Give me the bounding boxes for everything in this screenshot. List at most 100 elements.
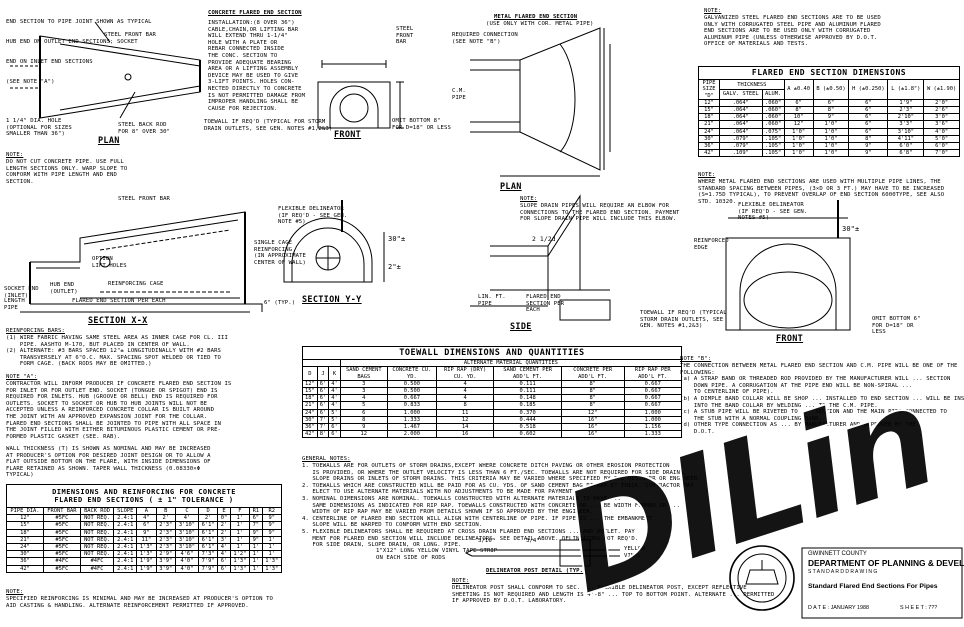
table-cell: 0.111	[493, 387, 562, 396]
table-cell: #4FC	[42, 557, 81, 566]
delineator-note-heading: NOTE:	[452, 578, 470, 584]
front-steel-bar-label: STEEL FRONT BAR	[396, 26, 414, 46]
table-cell: 5'	[328, 415, 341, 425]
table-cell: 0.667	[623, 387, 683, 396]
xx-slope: 6" (TYP.)	[264, 300, 296, 306]
table-cell: 1.333	[623, 430, 683, 439]
table-cell: 1'0"	[812, 120, 850, 129]
table-cell: 6'1"	[197, 528, 219, 537]
table-cell: 1'0"	[783, 134, 814, 144]
front-right-dim: 30"±	[842, 225, 860, 233]
xx-flared: FLARED END SECTION PER EACH	[72, 298, 166, 304]
front-omit-label: OMIT BOTTOM 8" FOR D=18" OR LESS	[392, 118, 451, 131]
steel-back-rod-label: STEEL BACK ROD FOR 8" OVER 30"	[118, 122, 171, 135]
plan-note-line: (SEE NOTE "A")	[6, 78, 55, 85]
plan-label-left: PLAN	[98, 136, 120, 146]
table-cell: .105"	[761, 134, 785, 144]
table-cell: 7'9"	[197, 557, 219, 566]
table-cell: 4	[339, 394, 388, 403]
table-cell: NOT REQ.	[79, 543, 115, 552]
table-cell: 2.4:1	[113, 543, 138, 552]
table-cell: 7'	[316, 415, 330, 425]
table-cell: 8"	[812, 106, 850, 115]
table-cell: 4'	[328, 394, 341, 403]
table-cell: 6'	[328, 430, 341, 439]
table-cell: .075"	[761, 127, 785, 136]
general-notes-body: 1. TOEWALLS ARE FOR OUTLETS OF STORM DRA…	[302, 463, 701, 549]
side-drawing	[470, 194, 611, 321]
table-cell: 2.4:1	[113, 521, 138, 530]
table-cell: 9"	[261, 521, 283, 530]
table-cell: 1'	[249, 564, 263, 573]
county-seal	[729, 545, 795, 611]
table-cell: 4	[435, 379, 495, 389]
xx-steel-front-bar: STEEL FRONT BAR	[118, 196, 171, 202]
table-cell: .060"	[761, 113, 785, 122]
table-cell: 2'0"	[923, 98, 960, 108]
table-cell: #5FC	[42, 514, 81, 523]
galv-note-body: GALVANIZED STEEL FLARED END SECTIONS ARE…	[704, 15, 881, 48]
table-cell: 6'	[316, 387, 330, 396]
toewall-alt-heading: ALTERNATE MATERIAL QUANTITIES	[339, 359, 683, 368]
table-cell: 0.518	[493, 423, 562, 432]
table-cell: 1.333	[386, 415, 437, 425]
table-cell: 2'	[217, 521, 231, 530]
front-right-reinforced-edge: REINFORCED EDGE	[694, 238, 729, 251]
steel-front-bar-label: STEEL FRONT BAR	[104, 32, 157, 38]
table-cell: NOT REQ.	[79, 528, 115, 537]
note-b-title: NOTE "B":	[680, 356, 712, 362]
metal-plan-label: PLAN	[500, 182, 522, 192]
table-cell: 6'	[316, 401, 330, 410]
table-cell: 6"	[848, 127, 889, 136]
yy-dim-30: 30"±	[388, 235, 406, 243]
table-cell: 11	[435, 408, 495, 417]
side-lin-ft: LIN. FT. PIPE	[478, 294, 506, 307]
table-cell: 1'0"	[783, 127, 814, 136]
side-note-body: SLOPE DRAIN PIPES WILL REQUIRE AN ELBOW …	[520, 203, 680, 223]
table-cell: 1'2"	[229, 550, 251, 559]
wall-thickness-body: WALL THICKNESS (T) IS SHOWN AS NOMINAL A…	[6, 446, 211, 479]
table-cell: 16"	[560, 423, 625, 432]
plan-note-body: DO NOT CUT CONCRETE PIPE. USE FULL LENGT…	[6, 159, 128, 185]
galv-note-heading: NOTE:	[704, 8, 722, 14]
delineator-tape: 1"X12" LONG YELLOW VINYL TAPE STRIP ON E…	[376, 548, 498, 561]
table-cell: 7'	[316, 423, 330, 432]
table-cell: .079"	[719, 142, 763, 151]
table-cell: 1'	[229, 514, 251, 523]
toewall-label-left: TOEWALL IF REQ'D (TYPICAL FOR STORM DRAI…	[204, 119, 333, 132]
table-cell: 1'	[249, 557, 263, 566]
table-cell: 6"	[783, 98, 814, 108]
table-cell: 3'10"	[887, 127, 925, 136]
reinforcing-title: REINFORCING BARS:	[6, 328, 65, 334]
yy-delineator: FLEXIBLE DELINEATOR (IF REQ'D - SEE GEN.…	[278, 206, 348, 226]
table-cell: 1'3"	[229, 564, 251, 573]
table-cell: 2'10"	[887, 113, 925, 122]
table-cell: 18"	[302, 394, 318, 403]
flared-table-row: 15".064".060"8"8"6"2'3"2'6"	[698, 106, 960, 115]
side-note-heading: NOTE:	[520, 196, 538, 202]
table-cell: .060"	[761, 106, 785, 115]
title-block-title: Standard Flared End Sections For Pipes	[808, 583, 938, 590]
note-a-title: NOTE "A":	[6, 374, 38, 380]
table-cell: 1'0"	[812, 134, 850, 144]
delineator-post-drawing	[464, 539, 620, 567]
table-cell: 12"	[560, 408, 625, 417]
table-cell: 1'3"	[136, 543, 157, 552]
table-cell: 8"	[560, 401, 625, 410]
table-cell: 12"	[698, 98, 720, 108]
table-cell: 1'0"	[812, 149, 850, 158]
table-cell: 2'3"	[155, 521, 176, 530]
xx-hub-end: HUB END (OUTLET)	[50, 282, 78, 295]
table-cell: 3	[339, 379, 388, 389]
table-cell: 2.4:1	[113, 514, 138, 523]
table-cell: 5	[339, 401, 388, 410]
table-cell: NOT REQ.	[79, 535, 115, 545]
table-cell: 6"	[848, 106, 889, 115]
table-cell: 4'0"	[174, 564, 199, 573]
table-cell: 6'0"	[923, 142, 960, 151]
